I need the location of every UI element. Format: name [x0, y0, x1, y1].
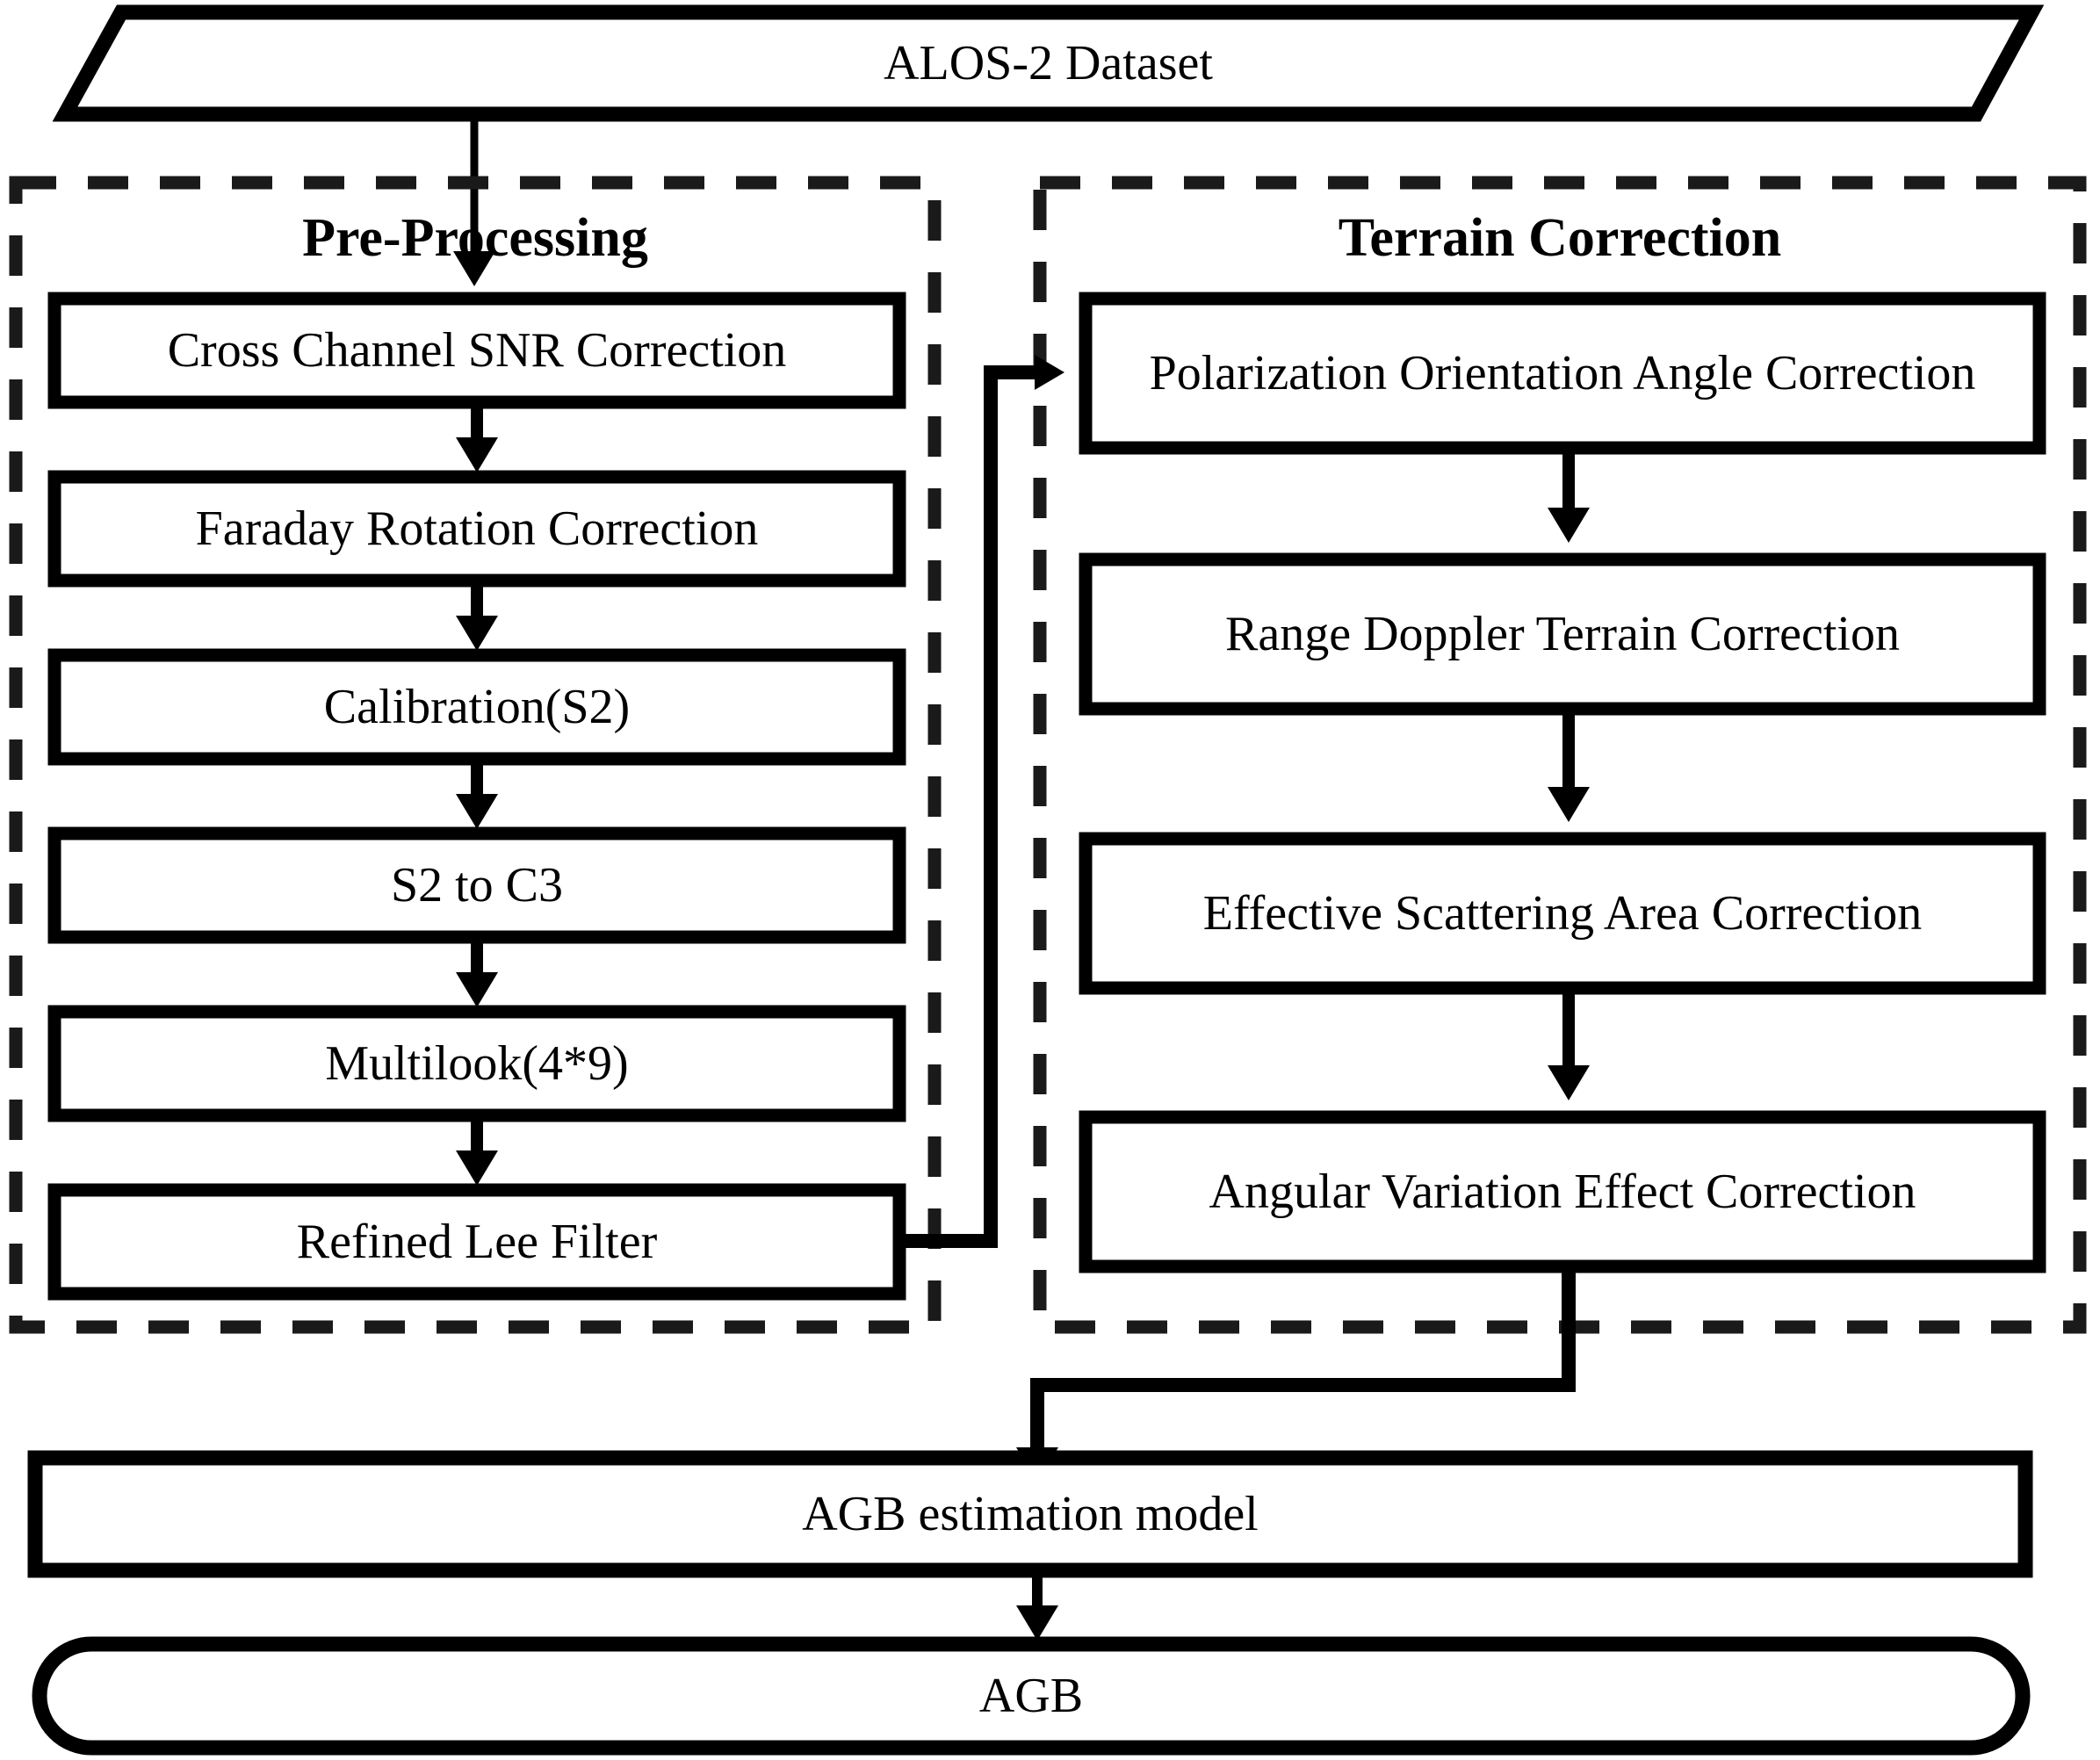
step-cross-channel-snr-correction[interactable]: Cross Channel SNR Correction	[167, 322, 787, 378]
step-effective-scattering-area-correction[interactable]: Effective Scattering Area Correction	[1202, 885, 1923, 941]
process-box-shapes-left	[47, 292, 906, 1301]
connector-refined-lee-to-poa	[899, 355, 1064, 1248]
input-node-label[interactable]: ALOS-2 Dataset	[884, 35, 1213, 90]
step-faraday-rotation-correction[interactable]: Faraday Rotation Correction	[195, 501, 759, 556]
step-polarization-orientation-angle-correction[interactable]: Polarization Orientation Angle Correctio…	[1149, 345, 1976, 400]
agb-model-label[interactable]: AGB estimation model	[802, 1486, 1259, 1541]
step-refined-lee-filter[interactable]: Refined Lee Filter	[296, 1214, 658, 1269]
connector-avec-to-agb-model	[1016, 1266, 1576, 1482]
agb-output-label[interactable]: AGB	[978, 1668, 1084, 1723]
group-title-pre-processing: Pre-Processing	[302, 208, 648, 269]
group-title-terrain-correction: Terrain Correction	[1338, 208, 1782, 269]
step-calibration-s2[interactable]: Calibration(S2)	[323, 679, 631, 734]
step-multilook[interactable]: Multilook(4*9)	[325, 1035, 629, 1091]
step-range-doppler-terrain-correction[interactable]: Range Doppler Terrain Correction	[1225, 606, 1900, 661]
step-s2-to-c3[interactable]: S2 to C3	[390, 857, 564, 912]
step-angular-variation-effect-correction[interactable]: Angular Variation Effect Correction	[1209, 1164, 1916, 1219]
